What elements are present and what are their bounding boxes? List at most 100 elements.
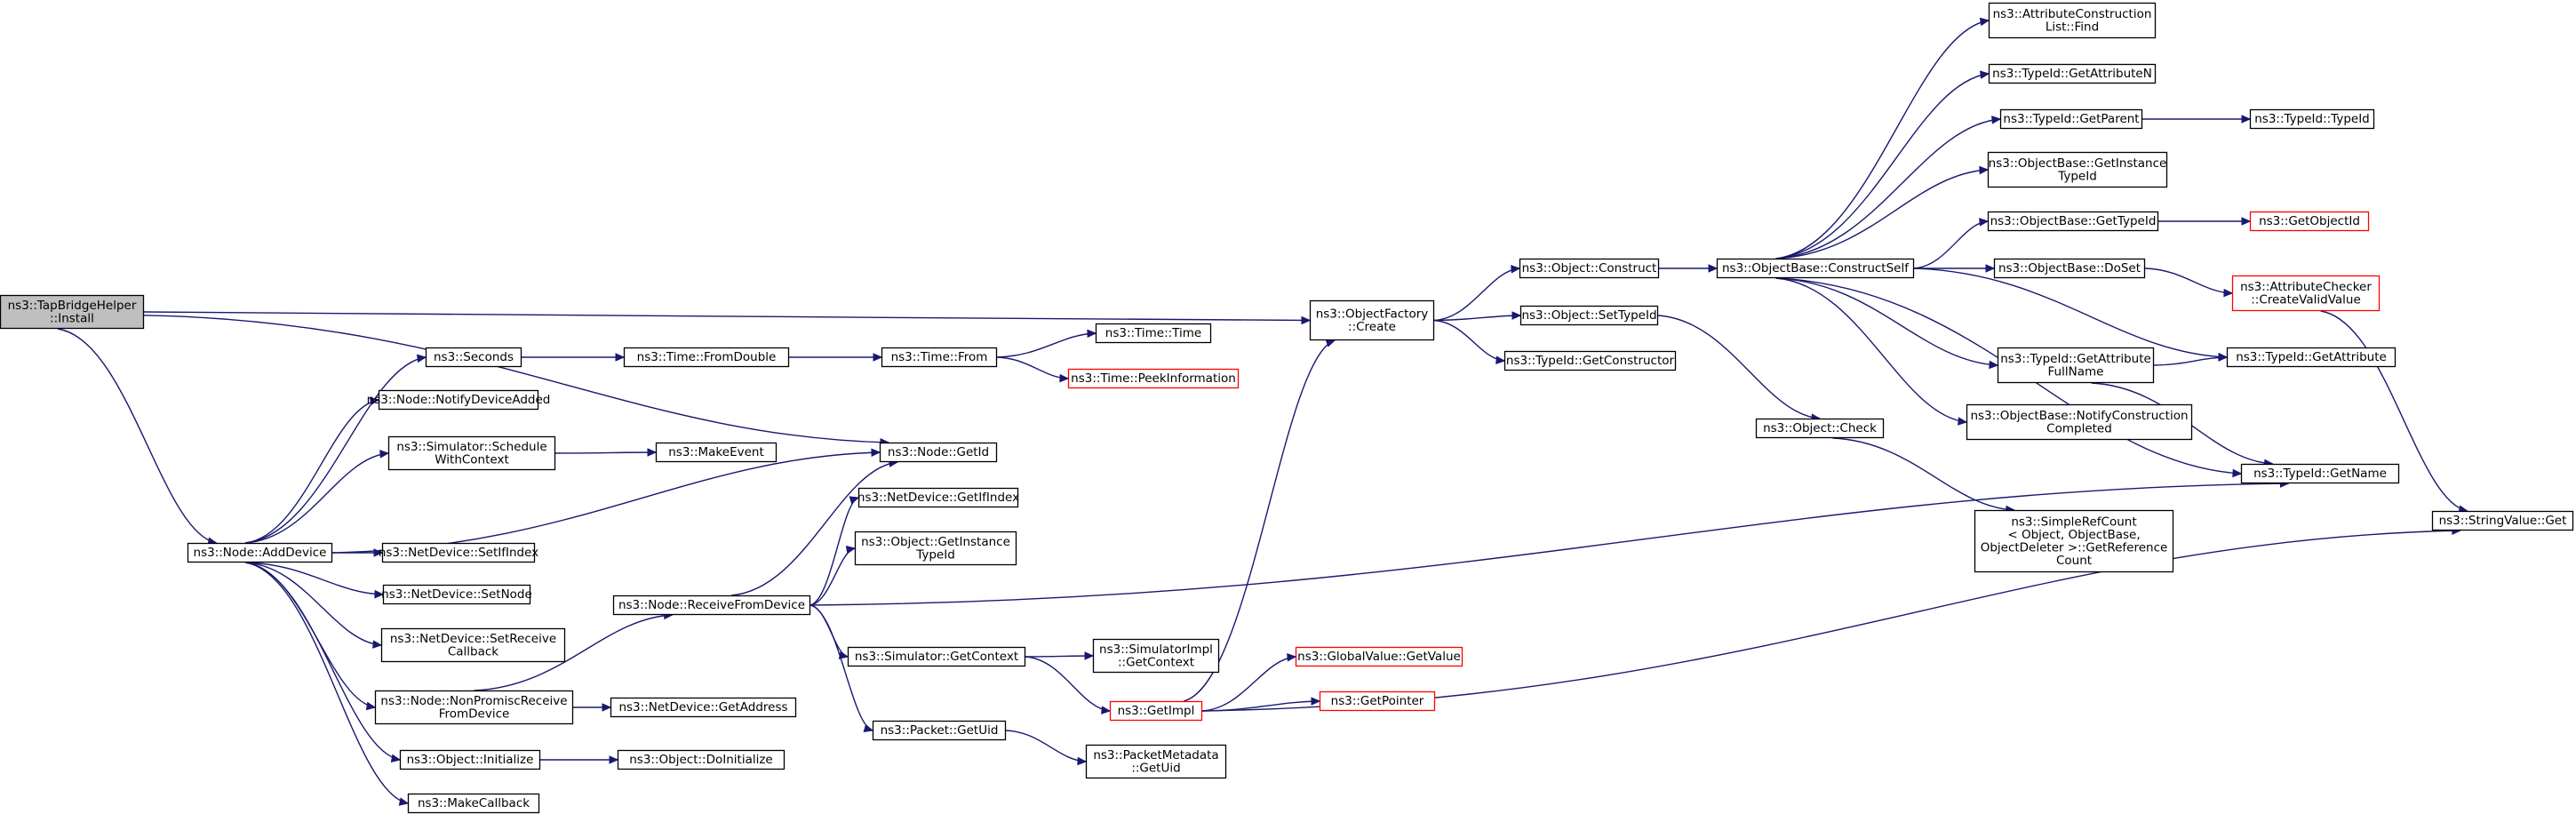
edge-line	[1913, 267, 2228, 358]
node-label: < Object, ObjectBase,	[2007, 528, 2140, 542]
node-object-settypeid[interactable]: ns3::Object::SetTypeId	[1519, 305, 1659, 326]
node-packetmetadata-getuid[interactable]: ns3::PacketMetadata::GetUid	[1085, 744, 1227, 779]
node-notify-device-added[interactable]: ns3::Node::NotifyDeviceAdded	[367, 389, 551, 411]
edge-arrowhead	[1077, 756, 1088, 766]
node-add-device[interactable]: ns3::Node::AddDevice	[187, 542, 333, 563]
node-time-fromdouble[interactable]: ns3::Time::FromDouble	[623, 347, 790, 368]
node-label: ns3::Simulator::Schedule	[396, 440, 546, 454]
edge-arrowhead	[369, 396, 380, 406]
edge-arrowhead	[863, 723, 874, 732]
call-edge	[522, 353, 626, 362]
node-simplerefcount[interactable]: ns3::SimpleRefCount< Object, ObjectBase,…	[1974, 509, 2174, 573]
node-object-check[interactable]: ns3::Object::Check	[1755, 418, 1885, 439]
node-objectbase-doset[interactable]: ns3::ObjectBase::DoSet	[1993, 258, 2146, 279]
node-stringvalue-get[interactable]: ns3::StringValue::Get	[2431, 510, 2574, 531]
node-box	[1109, 700, 1203, 722]
node-makeevent[interactable]: ns3::MakeEvent	[655, 442, 778, 463]
call-edge	[1201, 653, 1297, 712]
node-object-factory-create[interactable]: ns3::ObjectFactory::Create	[1309, 299, 1435, 341]
node-globalvalue-getvalue[interactable]: ns3::GlobalValue::GetValue	[1295, 646, 1463, 667]
node-box	[1993, 258, 2146, 279]
node-typeid-getattributen[interactable]: ns3::TypeId::GetAttributeN	[1988, 63, 2157, 84]
node-receive-from-device[interactable]: ns3::Node::ReceiveFromDevice	[612, 595, 811, 616]
edge-line	[245, 562, 409, 804]
node-seconds[interactable]: ns3::Seconds	[425, 347, 522, 368]
node-typeid-getname[interactable]: ns3::TypeId::GetName	[2240, 463, 2400, 484]
call-edge	[731, 459, 899, 596]
node-netdevice-setnode[interactable]: ns3::NetDevice::SetNode	[381, 584, 532, 605]
node-time-time[interactable]: ns3::Time::Time	[1095, 323, 1212, 344]
node-time-peekinformation[interactable]: ns3::Time::PeekInformation	[1067, 368, 1240, 389]
node-getobjectid[interactable]: ns3::GetObjectId	[2249, 211, 2370, 232]
node-object-doinitialize[interactable]: ns3::Object::DoInitialize	[617, 749, 786, 770]
node-label: FromDevice	[439, 706, 510, 721]
node-label: ns3::Packet::GetUid	[881, 723, 999, 738]
node-getpointer[interactable]: ns3::GetPointer	[1319, 690, 1436, 712]
edge-line	[245, 562, 376, 708]
edge-arrowhead	[871, 448, 881, 458]
edge-line	[731, 461, 898, 596]
node-getimpl[interactable]: ns3::GetImpl	[1109, 700, 1203, 722]
node-label: ns3::NetDevice::SetNode	[381, 587, 532, 602]
call-edge	[1433, 319, 1506, 364]
node-typeid-typeid[interactable]: ns3::TypeId::TypeId	[2249, 108, 2375, 130]
node-objectbase-constructself[interactable]: ns3::ObjectBase::ConstructSelf	[1716, 258, 1915, 279]
node-time-from[interactable]: ns3::Time::From	[881, 347, 998, 368]
node-box	[2431, 510, 2574, 531]
node-node-getid[interactable]: ns3::Node::GetId	[879, 442, 998, 463]
call-edge	[809, 496, 860, 606]
call-edge	[789, 353, 883, 362]
node-makecallback[interactable]: ns3::MakeCallback	[407, 793, 540, 814]
edge-line	[1775, 20, 1990, 259]
node-label: ns3::Object::SetTypeId	[1521, 308, 1656, 323]
node-object-initialize[interactable]: ns3::Object::Initialize	[399, 749, 541, 770]
node-box	[879, 442, 998, 463]
node-netdevice-setifindex[interactable]: ns3::NetDevice::SetIfIndex	[379, 542, 538, 563]
edge-arrowhead	[373, 548, 384, 557]
edge-line	[554, 451, 657, 454]
edge-arrowhead	[1311, 697, 1321, 706]
node-label: ns3::Time::From	[891, 350, 988, 364]
edge-line	[245, 562, 401, 761]
node-simulator-getcontext[interactable]: ns3::Simulator::GetContext	[847, 646, 1026, 667]
call-edge	[1775, 116, 2002, 259]
node-object-construct[interactable]: ns3::Object::Construct	[1519, 258, 1660, 279]
node-objectbase-notifyconstructioncompleted[interactable]: ns3::ObjectBase::NotifyConstructionCompl…	[1966, 403, 2193, 441]
edge-line	[57, 328, 217, 544]
node-root[interactable]: ns3::TapBridgeHelper::Install	[0, 294, 145, 330]
edge-arrowhead	[1511, 311, 1522, 320]
node-netdevice-getaddress[interactable]: ns3::NetDevice::GetAddress	[610, 697, 797, 718]
node-typeid-getconstructor[interactable]: ns3::TypeId::GetConstructor	[1503, 350, 1677, 371]
node-box	[854, 531, 1017, 566]
node-label: ns3::SimulatorImpl	[1099, 642, 1213, 657]
node-objectbase-gettypeid[interactable]: ns3::ObjectBase::GetTypeId	[1987, 211, 2159, 232]
node-packet-getuid[interactable]: ns3::Packet::GetUid	[872, 720, 1007, 741]
node-attributechecker-createvalidvalue[interactable]: ns3::AttributeChecker::CreateValidValue	[2231, 275, 2381, 312]
edge-line	[996, 356, 1069, 379]
node-label: ns3::Time::Time	[1105, 326, 1201, 340]
edge-arrowhead	[2241, 217, 2252, 226]
edge-line	[2144, 267, 2233, 294]
edge-arrowhead	[1495, 355, 1506, 364]
edge-line	[1775, 73, 1990, 259]
edge-line	[1025, 656, 1111, 712]
node-typeid-getparent[interactable]: ns3::TypeId::GetParent	[1999, 108, 2143, 130]
edge-arrowhead	[1989, 360, 1999, 370]
node-label: WithContext	[435, 452, 509, 467]
node-label: ns3::AttributeChecker	[2240, 280, 2372, 294]
node-typeid-getattribute[interactable]: ns3::TypeId::GetAttribute	[2226, 347, 2397, 368]
edge-line	[1201, 530, 2460, 712]
call-edge	[1025, 656, 1112, 714]
node-netdevice-getifindex[interactable]: ns3::NetDevice::GetIfIndex	[857, 487, 1019, 508]
node-label: ns3::StringValue::Get	[2439, 514, 2567, 528]
node-simulatorimpl-getcontext[interactable]: ns3::SimulatorImpl::GetContext	[1092, 638, 1220, 674]
call-edge	[143, 311, 1312, 325]
